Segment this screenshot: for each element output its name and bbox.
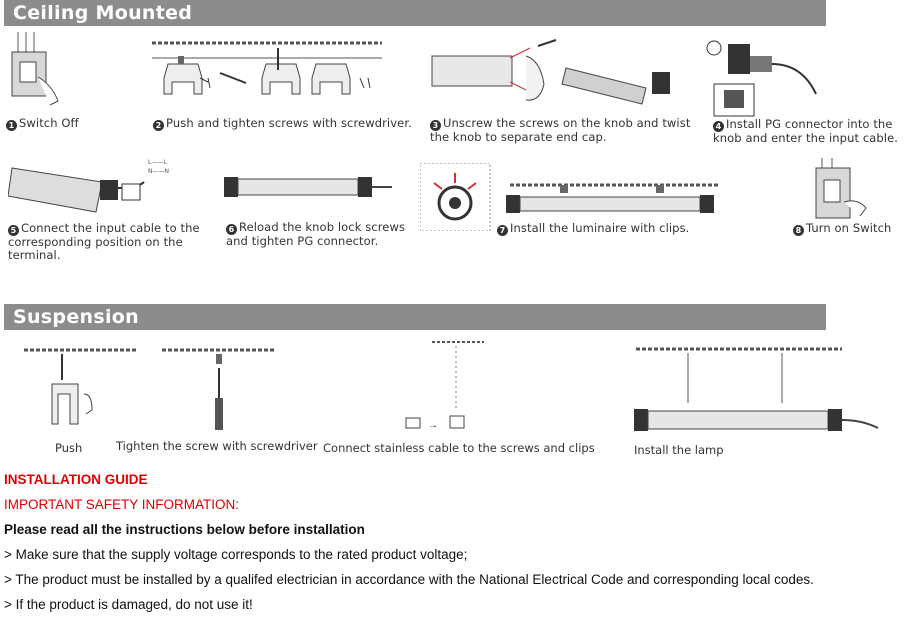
guide-item-3: > If the product is damaged, do not use …: [4, 597, 253, 612]
step-2-text: Push and tighten screws with screwdriver…: [166, 116, 412, 130]
tighten-screw-figure: [160, 344, 278, 436]
unscrew-knob-figure: [430, 38, 680, 110]
step-8-text: Turn on Switch: [806, 221, 892, 235]
push-tighten-figure: [150, 38, 385, 108]
wire-label-l: L——L: [148, 159, 167, 166]
step-1-text: Switch Off: [19, 116, 79, 130]
connect-cable-figure: L——L N——N: [8, 158, 198, 218]
read-instructions-note: Please read all the instructions below b…: [4, 522, 365, 537]
suspension-section-title: Suspension: [13, 306, 139, 328]
caption-install-lamp: Install the lamp: [634, 443, 724, 457]
caption-tighten-screw: Tighten the screw with screwdriver: [116, 439, 318, 453]
step-5-number: 5: [8, 225, 19, 236]
wire-label-n: N——N: [148, 168, 169, 175]
step-4-text: Install PG connector into the knob and e…: [713, 117, 899, 145]
step-6-text: Reload the knob lock screws and tighten …: [226, 220, 406, 248]
install-clips-figure: [420, 163, 720, 231]
safety-info-heading: IMPORTANT SAFETY INFORMATION:: [4, 497, 240, 512]
step-2-number: 2: [153, 120, 164, 131]
install-lamp-figure: [632, 343, 882, 437]
caption-connect-cable: Connect stainless cable to the screws an…: [323, 441, 595, 455]
caption-push: Push: [55, 441, 83, 455]
step-3-text: Unscrew the screws on the knob and twist…: [430, 116, 691, 144]
step-8-number: 8: [793, 225, 804, 236]
step-3-number: 3: [430, 120, 441, 131]
install-pg-connector-figure: [700, 38, 830, 120]
step-7-number: 7: [497, 225, 508, 236]
step-6-number: 6: [226, 224, 237, 235]
switch-off-figure: [8, 32, 68, 110]
step-4-number: 4: [713, 121, 724, 132]
step-1-number: 1: [6, 120, 17, 131]
guide-item-1: > Make sure that the supply voltage corr…: [4, 547, 468, 562]
ceiling-section-title: Ceiling Mounted: [13, 2, 193, 24]
svg-text:→: →: [428, 420, 438, 431]
reload-knob-figure: [222, 174, 392, 200]
turn-on-switch-figure: [812, 158, 872, 222]
suspension-section-header: Suspension: [4, 304, 826, 330]
push-figure: [24, 344, 139, 434]
connect-stainless-cable-figure: →: [398, 338, 488, 432]
ceiling-section-header: Ceiling Mounted: [4, 0, 826, 26]
guide-item-2: > The product must be installed by a qua…: [4, 572, 814, 587]
step-7-text: Install the luminaire with clips.: [510, 221, 690, 235]
step-5-text: Connect the input cable to the correspon…: [8, 221, 200, 262]
installation-guide-heading: INSTALLATION GUIDE: [4, 472, 148, 487]
